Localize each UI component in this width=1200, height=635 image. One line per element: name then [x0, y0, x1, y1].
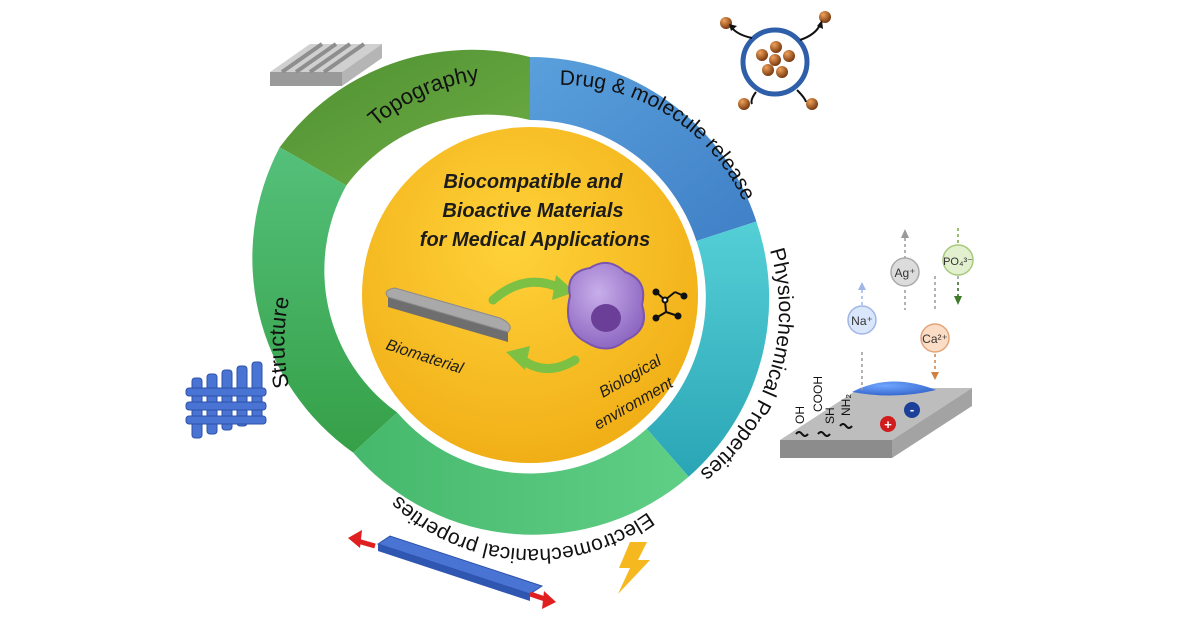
arrow-to-material-head-icon	[506, 346, 530, 370]
surface-ions-icon	[780, 228, 974, 458]
ion-label-ca: Ca²⁺	[922, 332, 948, 346]
group-label-oh: OH	[793, 406, 807, 424]
charge-plus-label: +	[884, 417, 892, 432]
lightning-icon	[618, 542, 650, 594]
charge-minus-label: -	[910, 402, 914, 417]
structure-lattice-icon	[185, 361, 267, 439]
group-label-nh2: NH₂	[839, 394, 853, 416]
arrow-to-cell-icon	[488, 277, 565, 305]
cell-icon	[567, 261, 645, 350]
group-label-sh: SH	[823, 407, 837, 424]
biomaterial-disc-icon	[385, 287, 511, 342]
label-structure: Structure	[264, 294, 294, 390]
molecule-icon	[652, 288, 688, 322]
topography-grooves-icon	[270, 42, 382, 86]
ring-segment-structure	[252, 147, 398, 453]
center-title: Biocompatible and Bioactive Materials fo…	[420, 171, 650, 251]
group-label-cooh: COOH	[811, 376, 825, 412]
center-title-line-2: Bioactive Materials	[442, 200, 623, 222]
ring-segment-electromechanical	[353, 412, 689, 535]
ring-segment-physiochemical	[646, 221, 770, 477]
center-circle	[362, 127, 698, 463]
ring-segment-drug-release	[530, 57, 757, 241]
ion-label-na: Na⁺	[851, 314, 873, 328]
ion-label-po4: PO₄³⁻	[943, 256, 973, 268]
ion-label-ag: Ag⁺	[894, 266, 915, 280]
ring-segment-topography	[279, 49, 530, 186]
stretch-bar-icon	[348, 530, 556, 609]
center-title-line-1: Biocompatible and	[444, 171, 624, 193]
center-title-line-3: for Medical Applications	[420, 229, 650, 251]
drug-release-capsule-icon	[720, 11, 831, 110]
